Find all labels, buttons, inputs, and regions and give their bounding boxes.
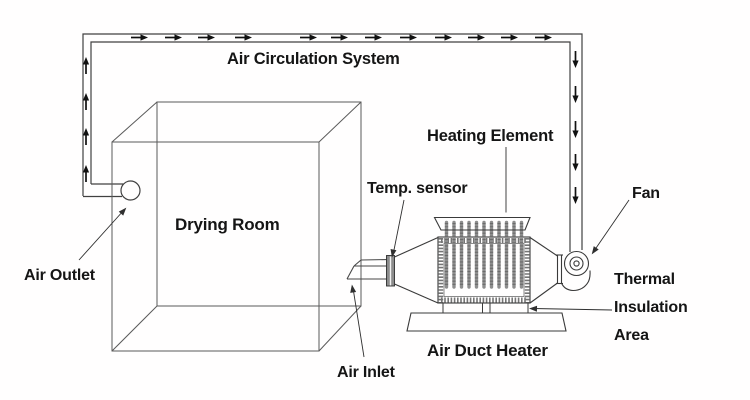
air-duct-heater-label: Air Duct Heater <box>427 341 548 360</box>
heater-pedestal <box>442 302 529 314</box>
fan-label: Fan <box>632 185 660 202</box>
drying-room-label: Drying Room <box>175 215 280 234</box>
thermal-line-3: Area <box>614 327 649 344</box>
temp-sensor-label: Temp. sensor <box>367 180 468 197</box>
thermal-line-2: Insulation <box>614 299 688 316</box>
air-inlet-label: Air Inlet <box>337 364 395 381</box>
heater-inlet-cone <box>394 236 439 304</box>
air-circulation-label: Air Circulation System <box>227 50 400 68</box>
fan-housing <box>556 250 591 292</box>
thermal-line-1: Thermal <box>614 271 675 288</box>
leader-lines <box>78 147 630 358</box>
drying-room-box <box>111 101 362 352</box>
thermal-insulation-area-label: Thermal Insulation Area <box>614 266 688 350</box>
heater-base <box>406 312 567 332</box>
temp-sensor-flange <box>386 255 395 287</box>
air-inlet-pipe <box>346 258 390 280</box>
air-outlet-pipe <box>83 180 141 201</box>
circulation-duct <box>82 33 583 252</box>
heating-element-label: Heating Element <box>427 127 554 145</box>
heater-outlet-cone <box>529 237 558 304</box>
heater-top-plate <box>433 216 531 231</box>
air-outlet-label: Air Outlet <box>24 267 95 284</box>
heating-rods <box>444 220 524 289</box>
